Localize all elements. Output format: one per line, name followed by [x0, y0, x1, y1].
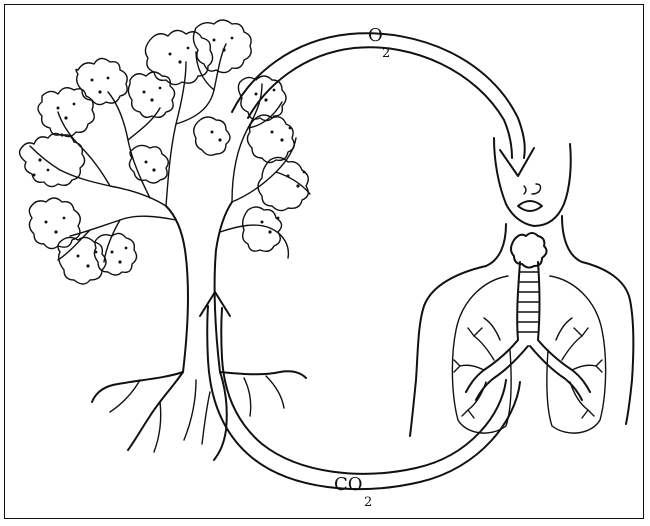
- torso-right: [582, 262, 633, 424]
- tree-branch: [58, 112, 80, 146]
- carbon-dioxide-label-main: CO: [334, 474, 363, 495]
- tree-branch: [166, 62, 186, 206]
- tree: [20, 20, 310, 460]
- tree-trunk-right: [215, 202, 232, 372]
- torso-left: [410, 266, 486, 436]
- tree-branch: [70, 216, 176, 236]
- tree-branch: [276, 172, 310, 194]
- trachea: [517, 262, 539, 340]
- left-lung-outline: [452, 276, 511, 433]
- tree-trunk-left: [166, 206, 188, 372]
- tree-foliage: [20, 20, 309, 284]
- oxygen-label-subscript: 2: [382, 46, 390, 61]
- nose: [524, 184, 541, 194]
- oxygen-label: O 2: [368, 25, 390, 61]
- right-lung-outline: [547, 276, 606, 433]
- mouth: [518, 201, 542, 211]
- tree-branch: [104, 220, 120, 262]
- larynx: [511, 233, 547, 268]
- tree-branch: [128, 108, 160, 140]
- oxygen-label-main: O: [368, 25, 383, 46]
- neck-right: [562, 216, 582, 262]
- carbon-dioxide-label: CO 2: [334, 474, 372, 510]
- tree-branch: [60, 170, 166, 206]
- tree-branch: [30, 146, 60, 170]
- tree-branch: [220, 225, 288, 258]
- tree-roots: [92, 371, 306, 460]
- carbon-dioxide-label-subscript: 2: [364, 495, 372, 510]
- bronchi-right: [530, 318, 602, 418]
- human-figure: [410, 138, 633, 436]
- neck-left: [486, 224, 506, 266]
